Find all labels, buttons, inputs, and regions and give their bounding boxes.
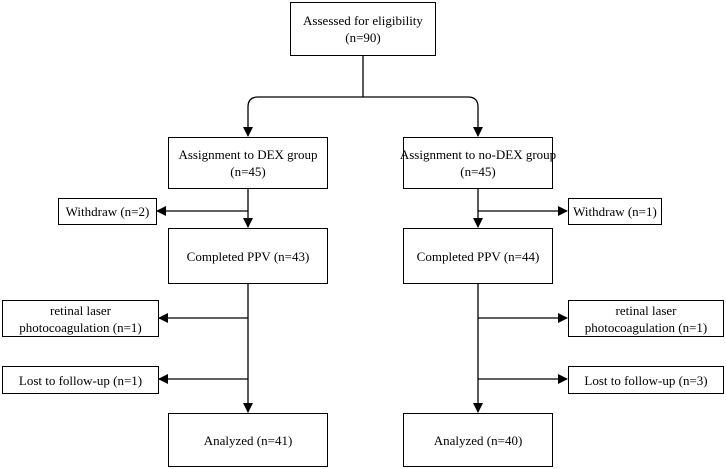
dex-ppv-label: Completed PPV (n=43) bbox=[186, 248, 310, 264]
nodex-withdraw-box: Withdraw (n=1) bbox=[568, 198, 662, 225]
nodex-analyzed-box: Analyzed (n=40) bbox=[403, 413, 553, 467]
connector-split-to-dex bbox=[243, 96, 363, 137]
dex-group-title: Assignment to DEX group bbox=[178, 147, 318, 162]
nodex-laser-box: retinal laser photocoagulation (n=1) bbox=[568, 300, 724, 337]
nodex-ppv-box: Completed PPV (n=44) bbox=[403, 228, 553, 284]
nodex-analyzed-label: Analyzed (n=40) bbox=[433, 432, 523, 448]
nodex-group-count: (n=45) bbox=[460, 164, 496, 179]
nodex-laser-line2: photocoagulation (n=1) bbox=[584, 319, 708, 335]
dex-laser-line1: retinal laser bbox=[50, 302, 111, 318]
eligibility-box: Assessed for eligibility (n=90) bbox=[290, 2, 436, 56]
dex-lost-label: Lost to follow-up (n=1) bbox=[18, 372, 143, 388]
connector-split-to-nodex bbox=[363, 96, 483, 137]
nodex-group-box: Assignment to no-DEX group (n=45) bbox=[399, 137, 557, 189]
nodex-withdraw-label: Withdraw (n=1) bbox=[573, 204, 657, 219]
dex-laser-box: retinal laser photocoagulation (n=1) bbox=[2, 300, 159, 337]
eligibility-title: Assessed for eligibility bbox=[303, 13, 423, 28]
nodex-laser-line1: retinal laser bbox=[615, 302, 677, 318]
dex-analyzed-label: Analyzed (n=41) bbox=[203, 432, 293, 448]
nodex-group-title: Assignment to no-DEX group bbox=[399, 147, 557, 162]
dex-laser-line2: photocoagulation (n=1) bbox=[19, 319, 142, 335]
dex-withdraw-box: Withdraw (n=2) bbox=[58, 198, 157, 225]
dex-group-box: Assignment to DEX group (n=45) bbox=[168, 137, 328, 189]
eligibility-count: (n=90) bbox=[345, 30, 381, 45]
nodex-lost-box: Lost to follow-up (n=3) bbox=[568, 366, 724, 394]
nodex-lost-label: Lost to follow-up (n=3) bbox=[584, 372, 708, 388]
dex-group-count: (n=45) bbox=[230, 164, 266, 179]
dex-lost-box: Lost to follow-up (n=1) bbox=[2, 366, 159, 394]
dex-withdraw-label: Withdraw (n=2) bbox=[65, 204, 150, 219]
dex-ppv-box: Completed PPV (n=43) bbox=[168, 228, 328, 284]
dex-analyzed-box: Analyzed (n=41) bbox=[168, 413, 328, 467]
nodex-ppv-label: Completed PPV (n=44) bbox=[416, 248, 540, 264]
